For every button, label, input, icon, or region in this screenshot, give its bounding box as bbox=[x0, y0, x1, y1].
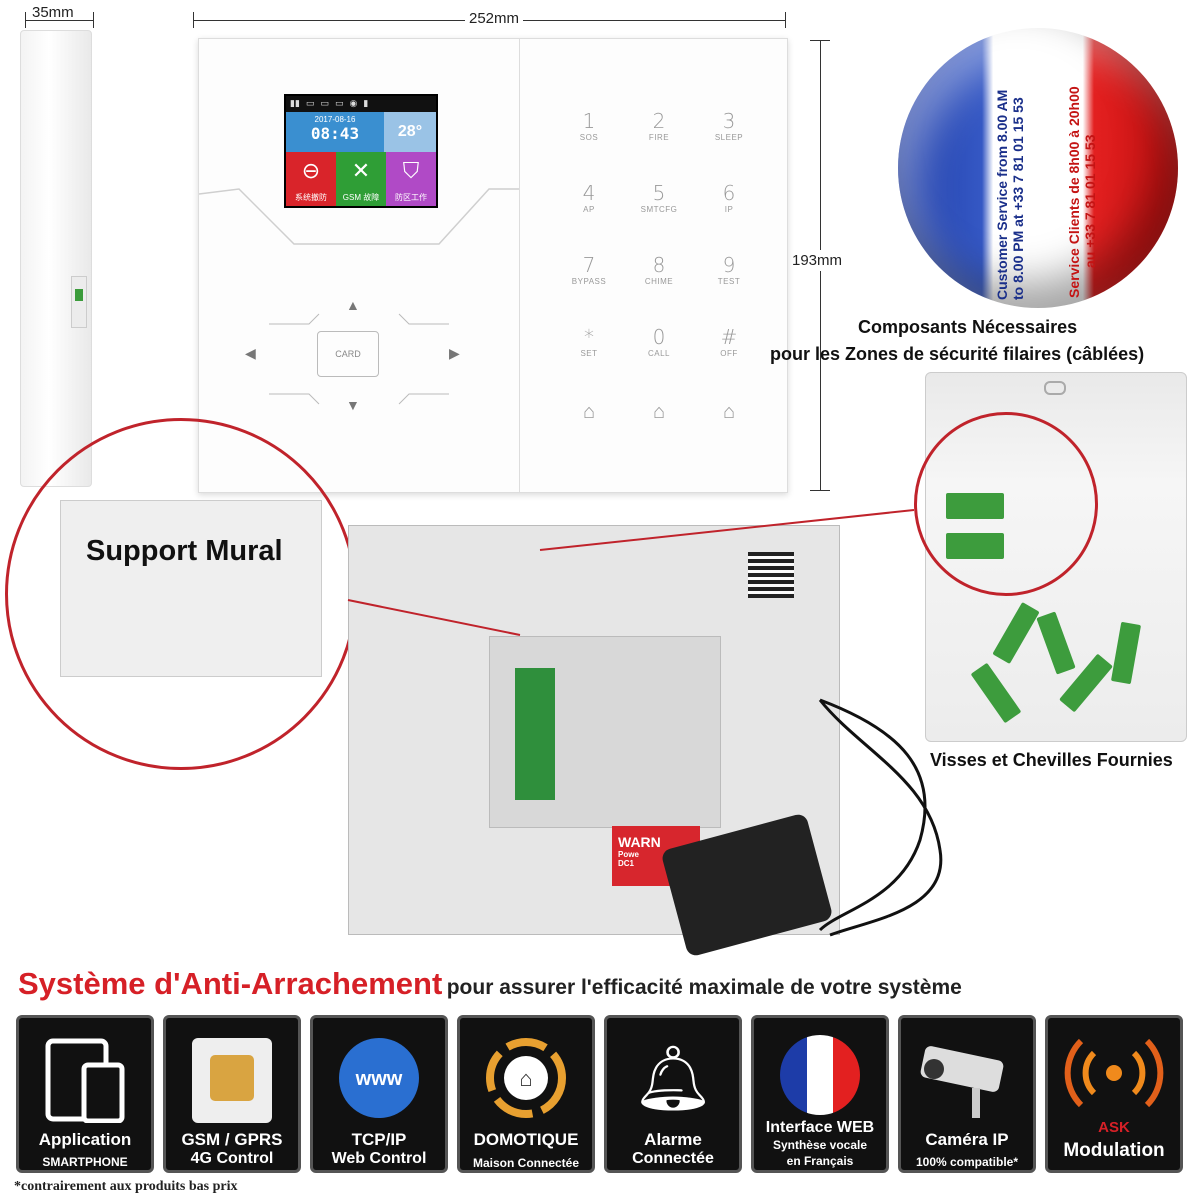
key-star[interactable]: *SET bbox=[580, 325, 598, 358]
panel-bevel-outline bbox=[199, 188, 519, 245]
feature-tile-web: Interface WEB Synthèse vocale en Françai… bbox=[751, 1015, 889, 1173]
status-bar: ▮▮▭▭▭◉▮ bbox=[286, 96, 436, 112]
components-subtitle: pour les Zones de sécurité filaires (câb… bbox=[770, 344, 1145, 364]
nav-pad-outline bbox=[269, 313, 449, 405]
power-cable bbox=[818, 698, 943, 937]
arm-away-icon[interactable]: ⌂ bbox=[582, 401, 596, 423]
smart-home-icon: ⌂ bbox=[460, 1028, 592, 1128]
screen-tile-disarm: ⊖ 系统撤防 bbox=[286, 152, 336, 206]
screen-clock: 2017-08-16 08:43 bbox=[286, 112, 384, 152]
feature-tile-alarm: 🔔︎ Alarme Connectée bbox=[604, 1015, 742, 1173]
radio-waves-icon bbox=[1048, 1028, 1180, 1128]
key-hash[interactable]: #OFF bbox=[720, 325, 738, 358]
screen-date: 2017-08-16 bbox=[314, 115, 356, 124]
headline-main: Système d'Anti-Arrachement bbox=[18, 966, 443, 1001]
qr-code bbox=[748, 552, 794, 598]
components-title: Composants Nécessaires bbox=[858, 317, 1078, 337]
terminal-block bbox=[515, 668, 555, 800]
lock-icon: ⊖ bbox=[301, 158, 321, 183]
lcd-screen: ▮▮▭▭▭◉▮ 2017-08-16 08:43 28° ⊖ 系统撤防 ✕ GS… bbox=[284, 94, 438, 208]
height-dimension-label: 193mm bbox=[790, 250, 845, 271]
headline-sub: pour assurer l'efficacité maximale de vo… bbox=[446, 976, 962, 999]
components-zoom-circle bbox=[914, 412, 1098, 596]
customer-service-flag-badge: Customer Service from 8.00 AM to 8.00 PM… bbox=[898, 28, 1178, 308]
french-flag-icon bbox=[754, 1028, 886, 1128]
svg-text:⌂: ⌂ bbox=[519, 1066, 532, 1091]
feature-tile-ask: ASK Modulation bbox=[1045, 1015, 1183, 1173]
feature-tiles: Application SMARTPHONE GSM / GPRS 4G Con… bbox=[16, 1015, 1186, 1175]
arrow-right-icon[interactable]: ▶ bbox=[449, 345, 460, 361]
arrow-up-icon[interactable]: ▲ bbox=[346, 297, 360, 313]
depth-dimension-line bbox=[25, 20, 93, 21]
arm-home-icon[interactable]: ⌂ bbox=[652, 401, 666, 423]
arrow-down-icon[interactable]: ▼ bbox=[346, 397, 360, 413]
tools-icon: ✕ bbox=[351, 158, 371, 183]
feature-tile-camera: Caméra IP 100% compatible* bbox=[898, 1015, 1036, 1173]
shield-icon: ⛉ bbox=[402, 158, 420, 183]
screen-time: 08:43 bbox=[310, 124, 360, 143]
rfid-card-reader[interactable]: CARD bbox=[317, 331, 379, 377]
screen-tile-zone: ⛉ 防区工作 bbox=[386, 152, 436, 206]
footnote: *contrairement aux produits bas prix bbox=[14, 1179, 238, 1194]
security-camera-icon bbox=[901, 1028, 1033, 1128]
arrow-left-icon[interactable]: ◀ bbox=[245, 345, 256, 361]
wall-mount-label: Support Mural bbox=[86, 535, 283, 567]
screws-label: Visses et Chevilles Fournies bbox=[930, 750, 1173, 770]
svg-text:www: www bbox=[355, 1068, 403, 1090]
feature-tile-tcpip: www TCP/IP Web Control bbox=[310, 1015, 448, 1173]
screen-tile-gsm: ✕ GSM 故障 bbox=[336, 152, 386, 206]
disarm-icon[interactable]: ⌂ bbox=[722, 401, 736, 423]
smartphone-tablet-icon bbox=[19, 1028, 151, 1128]
screen-temperature: 28° bbox=[384, 112, 436, 152]
feature-tile-app: Application SMARTPHONE bbox=[16, 1015, 154, 1173]
panel-side-view bbox=[20, 30, 92, 487]
depth-dimension-label: 35mm bbox=[32, 4, 74, 21]
feature-tile-gsm: GSM / GPRS 4G Control bbox=[163, 1015, 301, 1173]
width-dimension-label: 252mm bbox=[465, 10, 524, 27]
headline: Système d'Anti-Arrachement pour assurer … bbox=[18, 966, 962, 1002]
feature-tile-domotique: ⌂ DOMOTIQUE Maison Connectée bbox=[457, 1015, 595, 1173]
sim-card-icon bbox=[166, 1028, 298, 1128]
bell-icon: 🔔︎ bbox=[632, 1041, 714, 1114]
alarm-panel-front: ▮▮▭▭▭◉▮ 2017-08-16 08:43 28° ⊖ 系统撤防 ✕ GS… bbox=[198, 38, 788, 493]
www-globe-icon: www bbox=[313, 1028, 445, 1128]
